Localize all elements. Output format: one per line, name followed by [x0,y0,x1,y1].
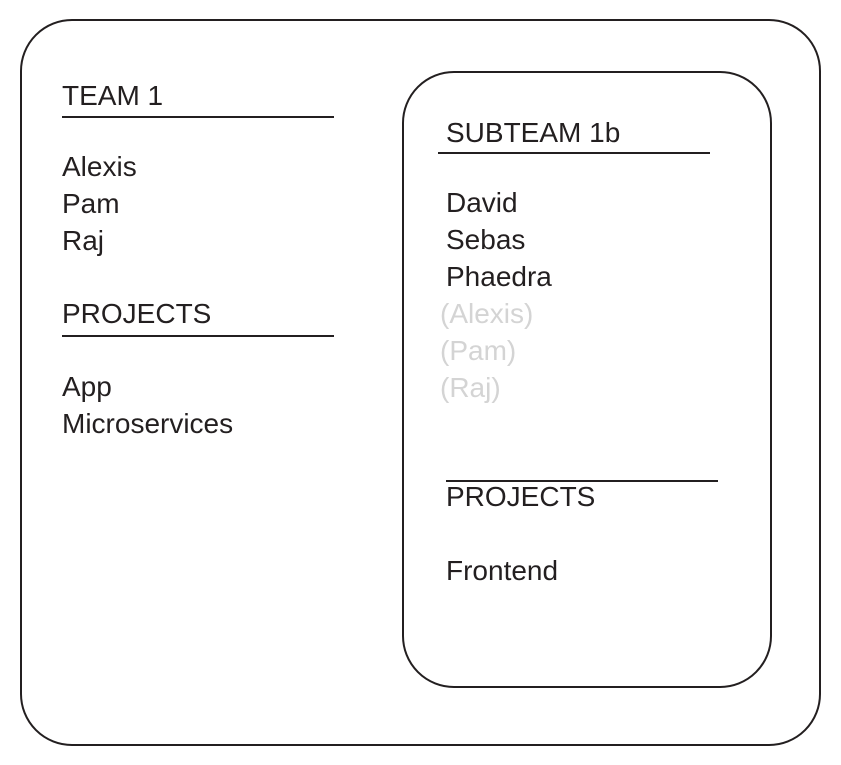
inherited-member: (Pam) [440,335,517,366]
subteam-container [402,71,772,688]
inherited-member: (Alexis) [440,298,534,329]
subteam-projects-divider [446,480,718,482]
subteam-member: Sebas [446,224,526,255]
subteam-projects-list: Frontend [446,552,558,589]
team-projects-title: PROJECTS [62,298,212,329]
team-member: Raj [62,225,105,256]
team-project: Microservices [62,408,234,439]
subteam-projects-title: PROJECTS [446,481,596,512]
team-container [20,19,821,746]
subteam-member: Phaedra [446,261,552,292]
team-title: TEAM 1 [62,80,164,111]
subteam-member: David [446,187,518,218]
subteam-project: Frontend [446,555,559,586]
subteam-inherited-members-list: (Alexis) (Pam) (Raj) [440,295,533,406]
team-member: Alexis [62,151,137,182]
team-title-divider [62,116,334,118]
team-projects-divider [62,335,334,337]
subteam-title-divider [438,152,710,154]
team-member: Pam [62,188,120,219]
subteam-title: SUBTEAM 1b [446,117,621,148]
team-project: App [62,371,112,402]
inherited-member: (Raj) [440,372,501,403]
